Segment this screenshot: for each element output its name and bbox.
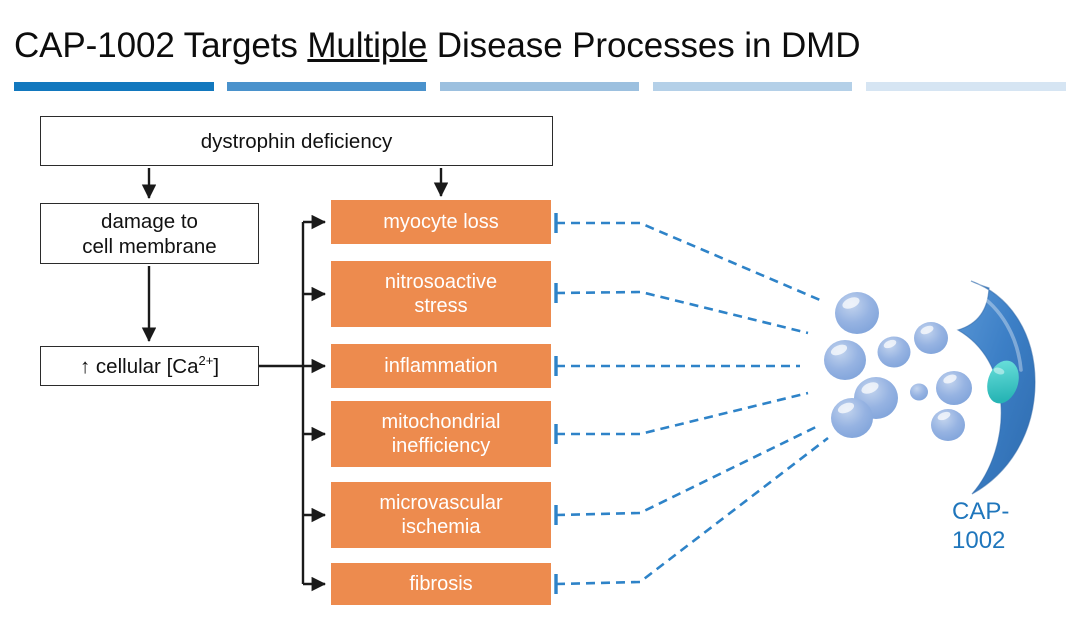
process-box-inflammation: inflammation: [331, 344, 551, 388]
therapy-label-line-2: 1002: [952, 527, 1006, 554]
accent-bar-segment-3: [440, 82, 639, 91]
title-suffix: Disease Processes in DMD: [427, 26, 861, 65]
accent-bar-segment-4: [653, 82, 852, 91]
process-box-label: inflammation: [384, 355, 498, 377]
therapy-label-cap-1002: CAP- 1002: [952, 497, 1030, 555]
process-box-label: fibrosis: [409, 573, 473, 595]
title-prefix: CAP-1002 Targets: [14, 26, 308, 65]
page-title: CAP-1002 Targets Multiple Disease Proces…: [14, 24, 1054, 72]
flow-box-label: dystrophin deficiency: [200, 129, 393, 153]
title-accent-bar: [14, 82, 1066, 91]
label-line: inefficiency: [391, 435, 491, 457]
calcium-label-suffix: ]: [213, 354, 220, 378]
calcium-label-prefix: ↑ cellular [Ca: [79, 354, 199, 378]
label-line: nitrosoactive: [384, 271, 498, 293]
label-line-1: damage to: [101, 209, 198, 233]
title-emphasis: Multiple: [307, 26, 428, 65]
inhibition-connector-nitrosoactive-stress: [554, 283, 809, 335]
label-line: ischemia: [401, 516, 481, 538]
cardiosphere-cell-illustration: [956, 280, 1036, 495]
inhibition-connector-microvascular-ischemia: [554, 423, 821, 525]
calcium-charge-superscript: 2+: [198, 352, 214, 368]
label-line: stress: [414, 295, 468, 317]
flow-box-label: ↑ cellular [Ca2+]: [80, 354, 219, 379]
inhibition-connector-fibrosis: [554, 436, 829, 594]
label-line-2: cell membrane: [82, 234, 217, 258]
accent-bar-segment-1: [14, 82, 214, 91]
flow-box-dystrophin-deficiency: dystrophin deficiency: [40, 116, 553, 166]
process-box-label: myocyte loss: [383, 211, 499, 233]
label-line: microvascular: [379, 492, 503, 514]
inhibition-connector-mitochondrial-inefficiency: [554, 391, 809, 444]
exosome-vesicle-cluster: [824, 292, 972, 441]
flow-box-membrane-damage: damage to cell membrane: [40, 203, 259, 264]
inhibition-connector-myocyte-loss: [554, 213, 821, 302]
accent-bar-segment-2: [227, 82, 426, 91]
flow-box-label: damage to cell membrane: [82, 209, 216, 259]
arrow-calcium-to-bus: [259, 214, 326, 592]
therapy-label-line-1: CAP-: [952, 498, 1010, 525]
label-line: mitochondrial: [381, 411, 501, 433]
inhibition-connector-inflammation: [554, 356, 800, 376]
process-box-fibrosis: fibrosis: [331, 563, 551, 605]
accent-bar-segment-5: [866, 82, 1066, 91]
process-box-myocyte-loss: myocyte loss: [331, 200, 551, 244]
flow-box-cellular-calcium: ↑ cellular [Ca2+]: [40, 346, 259, 386]
